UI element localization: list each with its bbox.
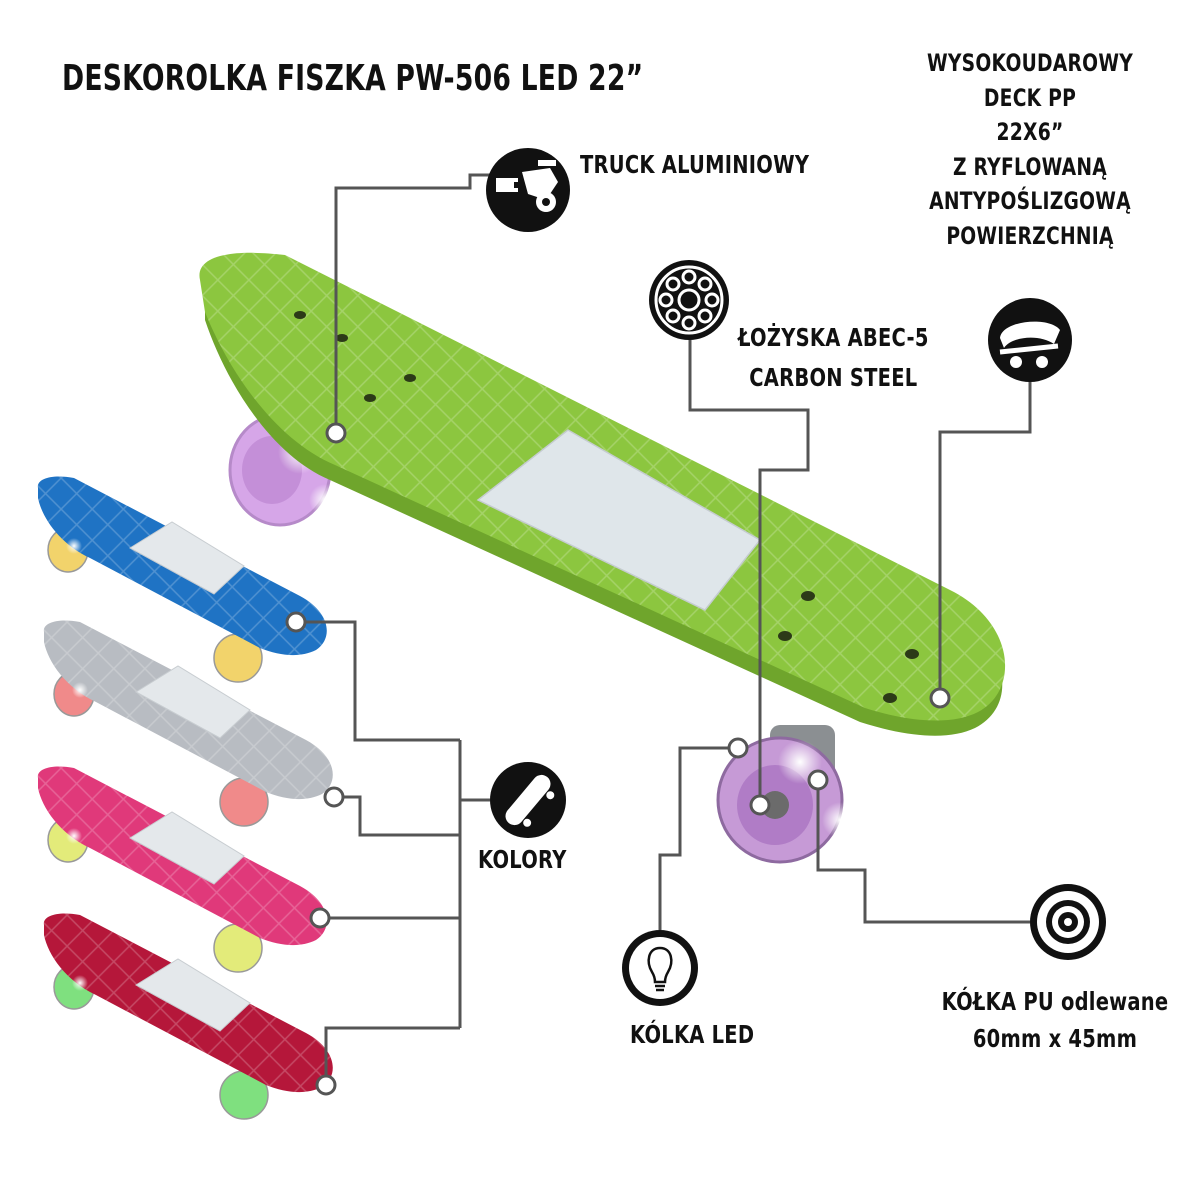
wheel-glow xyxy=(66,538,82,554)
skateboard-deck-icon xyxy=(988,298,1072,382)
main-skateboard xyxy=(199,252,1006,864)
board-silver xyxy=(43,620,333,827)
color-variants xyxy=(37,476,333,1120)
truck-icon xyxy=(486,148,570,232)
bearings-label-line: ŁOŻYSKA ABEC-5 xyxy=(738,323,929,352)
bearings-label: ŁOŻYSKA ABEC-5 CARBON STEEL xyxy=(738,318,929,398)
truck-label: TRUCK ALUMINIOWY xyxy=(580,150,810,179)
wheel-glow xyxy=(72,682,88,698)
colors-label: KOLORY xyxy=(478,845,567,874)
page-title: DESKOROLKA FISZKA PW-506 LED 22” xyxy=(62,58,644,99)
board-blue xyxy=(37,476,327,683)
deck-label-line: ANTYPOŚLIZGOWĄ xyxy=(929,187,1131,215)
pu-wheels-label: KÓŁKA PU odlewane 60mm x 45mm xyxy=(938,983,1172,1057)
wheel-icon xyxy=(1030,884,1106,960)
deck-label-line: 22X6” xyxy=(996,118,1064,146)
board-pink xyxy=(37,766,327,973)
wheel-glow xyxy=(66,828,82,844)
connector-dots xyxy=(285,422,951,1096)
board-red xyxy=(43,913,333,1120)
bearings-label-line: CARBON STEEL xyxy=(749,363,918,392)
deck-label-line: WYSOKOUDAROWY xyxy=(927,49,1133,77)
sticker xyxy=(135,958,251,1032)
sticker xyxy=(135,665,251,739)
pu-wheels-label-line: KÓŁKA PU odlewane xyxy=(941,987,1169,1016)
wheel-glow xyxy=(72,975,88,991)
deck-label-line: DECK PP xyxy=(983,83,1077,112)
sticker xyxy=(129,521,245,595)
led-wheels-label: KÓLKA LED xyxy=(630,1020,755,1049)
deck-label: WYSOKOUDAROWY DECK PP 22X6” Z RYFLOWANĄ … xyxy=(913,46,1147,253)
sticker xyxy=(129,811,245,885)
bearing-icon xyxy=(649,260,729,340)
deck-label-line: POWIERZCHNIĄ xyxy=(946,221,1114,250)
connector-lines xyxy=(296,173,1032,1085)
deck-label-line: Z RYFLOWANĄ xyxy=(952,152,1108,181)
light-bulb-icon xyxy=(622,930,698,1006)
pu-wheels-label-line: 60mm x 45mm xyxy=(972,1024,1138,1053)
skateboard-icon xyxy=(490,762,566,838)
